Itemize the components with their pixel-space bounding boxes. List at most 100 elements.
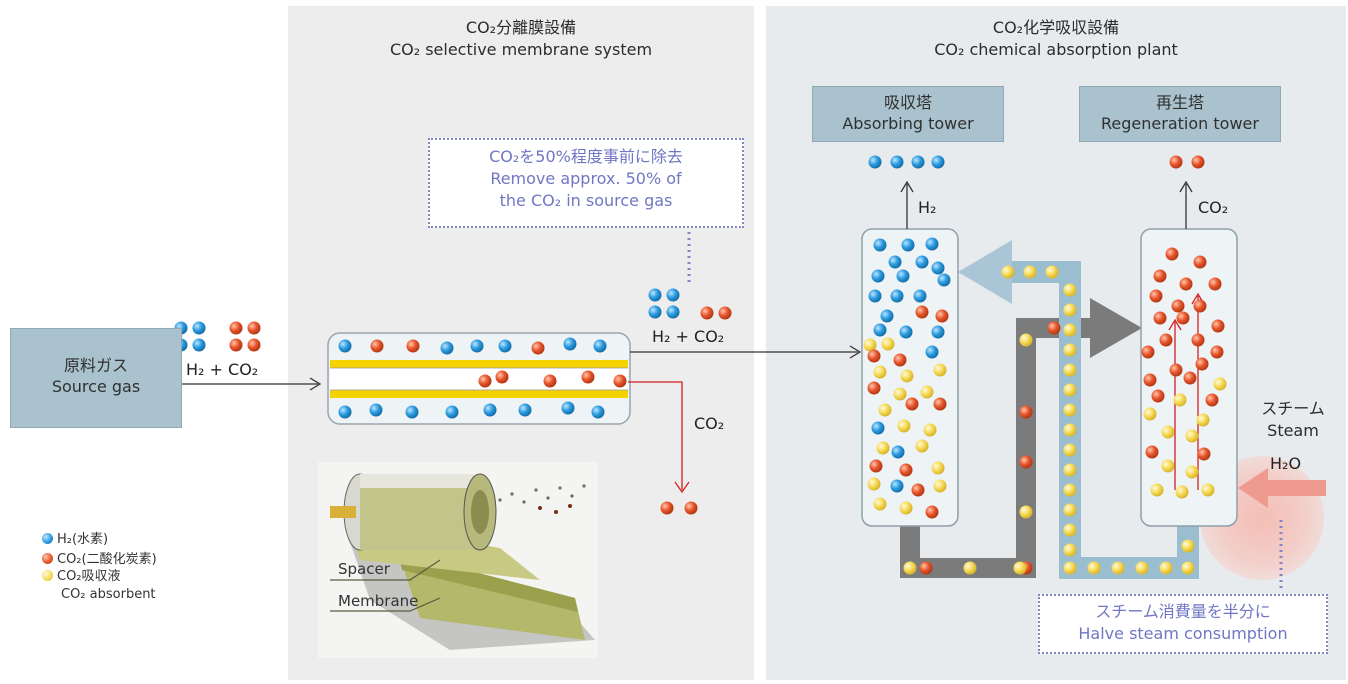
h2-molecule <box>563 337 577 351</box>
absorbent-molecule <box>1063 283 1077 297</box>
co2-molecule <box>247 321 261 335</box>
h2-molecule <box>405 405 419 419</box>
co2-molecule <box>1191 155 1205 169</box>
absorption-title-jp: CO₂化学吸収設備 <box>992 18 1120 37</box>
source-gas-box: 原料ガス Source gas <box>10 328 182 428</box>
absorbent-molecule <box>931 461 945 475</box>
h2-molecule <box>873 238 887 252</box>
absorbent-molecule <box>1063 543 1077 557</box>
h2-output-arrowhead <box>900 180 914 193</box>
steam-label: スチーム Steam <box>1248 398 1338 442</box>
absorbent-molecule <box>900 369 914 383</box>
absorbent-molecule <box>915 439 929 453</box>
legend-absorbent-label-en: CO₂ absorbent <box>61 587 156 602</box>
absorbent-molecule <box>873 365 887 379</box>
co2-molecule <box>660 501 674 515</box>
co2-molecule <box>1169 363 1183 377</box>
absorption-title-en: CO₂ chemical absorption plant <box>934 40 1178 59</box>
h2-molecule <box>937 273 951 287</box>
co2-molecule <box>1197 447 1211 461</box>
h2-molecule <box>666 288 680 302</box>
co2-output-arrowhead <box>1179 180 1193 193</box>
h2-molecule <box>648 305 662 319</box>
h2-molecule <box>925 345 939 359</box>
absorbent-molecule <box>881 337 895 351</box>
absorbent-molecule <box>933 363 947 377</box>
absorbent-molecule <box>963 561 977 575</box>
absorbent-molecule <box>863 338 877 352</box>
h2-molecule <box>890 479 904 493</box>
absorbent-molecule <box>1063 323 1077 337</box>
absorbent-molecule <box>1175 485 1189 499</box>
absorbent-molecule <box>1013 561 1027 575</box>
membrane-note-en-line1: Remove approx. 50% of <box>490 169 682 188</box>
co2-molecule <box>613 374 627 388</box>
co2-molecule <box>581 370 595 384</box>
co2-molecule <box>700 306 714 320</box>
h2-molecule <box>666 305 680 319</box>
co2-molecule <box>1176 311 1190 325</box>
absorbing-tower-label-jp: 吸収塔 <box>883 93 932 112</box>
h2-molecule <box>901 238 915 252</box>
co2-molecule <box>867 349 881 363</box>
h2-molecule <box>483 403 497 417</box>
absorbent-molecule <box>1181 561 1195 575</box>
h2-molecule <box>891 445 905 459</box>
co2-molecule <box>1193 255 1207 269</box>
co2-molecule <box>1159 333 1173 347</box>
regeneration-tower-box: 再生塔 Regeneration tower <box>1079 86 1281 142</box>
absorbent-molecule <box>1063 561 1077 575</box>
co2-molecule <box>684 501 698 515</box>
co2-molecule <box>1145 445 1159 459</box>
lean-solvent-arrowhead <box>958 240 1012 304</box>
co2-molecule <box>935 309 949 323</box>
h2-molecule <box>888 255 902 269</box>
absorbent-molecule-icon <box>42 570 53 581</box>
permeate-flow-arrowhead <box>674 481 690 494</box>
co2-molecule <box>905 397 919 411</box>
absorbent-molecule <box>1135 561 1149 575</box>
membrane-label: Membrane <box>338 592 419 610</box>
absorbent-molecule <box>899 501 913 515</box>
h2-molecule <box>871 421 885 435</box>
membrane-module-illustration <box>318 462 598 658</box>
legend-absorbent-label-jp: CO₂吸収液 <box>57 569 121 584</box>
retentate-flow-arrowhead <box>849 345 862 359</box>
absorbent-molecule <box>1159 561 1173 575</box>
co2-molecule <box>1171 299 1185 313</box>
rich-solvent-arrowhead <box>1090 298 1142 358</box>
co2-molecule <box>1149 289 1163 303</box>
h2-molecule-icon <box>42 533 53 544</box>
absorbing-tower-box: 吸収塔 Absorbing tower <box>812 86 1004 142</box>
absorbent-molecule <box>878 403 892 417</box>
h2-molecule <box>445 405 459 419</box>
absorbent-molecule <box>1150 483 1164 497</box>
absorbent-molecule <box>1161 425 1175 439</box>
absorbent-molecule <box>1063 443 1077 457</box>
legend-co2-label: CO₂(二酸化炭素) <box>57 552 157 567</box>
co2-molecule <box>1208 277 1222 291</box>
membrane-note: CO₂を50%程度事前に除去 Remove approx. 50% of the… <box>428 138 744 228</box>
co2-molecule <box>718 306 732 320</box>
absorbent-molecule <box>1185 465 1199 479</box>
h2-molecule <box>338 339 352 353</box>
absorbent-molecule <box>1063 483 1077 497</box>
h2-molecule <box>913 289 927 303</box>
absorbing-tower-label-en: Absorbing tower <box>842 114 974 133</box>
co2-output-label: CO₂ <box>1198 198 1229 217</box>
co2-molecule <box>1195 357 1209 371</box>
co2-molecule <box>1205 393 1219 407</box>
absorbent-molecule <box>1063 383 1077 397</box>
absorbent-molecule <box>1111 561 1125 575</box>
membrane-note-jp: CO₂を50%程度事前に除去 <box>489 147 683 166</box>
co2-molecule <box>1153 269 1167 283</box>
steam-note: スチーム消費量を半分に Halve steam consumption <box>1038 594 1328 654</box>
legend-absorbent: CO₂吸収液 CO₂ absorbent <box>42 568 156 604</box>
membrane-pointer <box>330 597 441 612</box>
h2-molecule <box>593 339 607 353</box>
absorbent-molecule <box>1161 459 1175 473</box>
co2-molecule <box>1151 389 1165 403</box>
h2-molecule <box>591 405 605 419</box>
absorbent-molecule <box>933 479 947 493</box>
